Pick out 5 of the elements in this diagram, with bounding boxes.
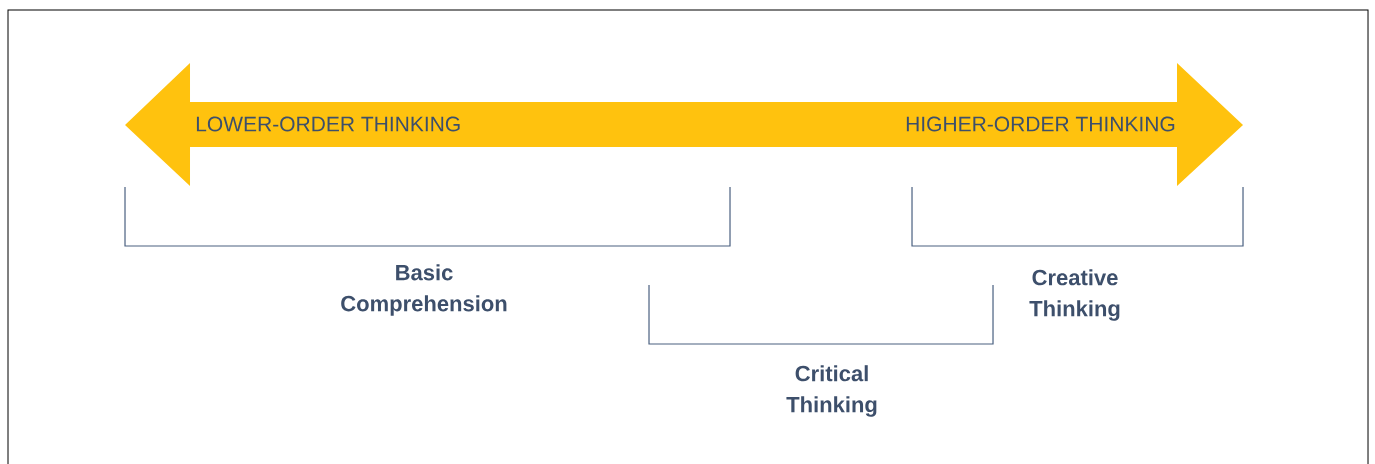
bracket-label: Critical Thinking xyxy=(786,365,877,417)
arrow-label: LOWER-ORDER THINKING xyxy=(196,116,460,132)
bracket-label: Basic Comprehension xyxy=(341,264,507,316)
bracket-label: Creative Thinking xyxy=(1029,269,1120,321)
arrow-label: HIGHER-ORDER THINKING xyxy=(906,116,1175,132)
